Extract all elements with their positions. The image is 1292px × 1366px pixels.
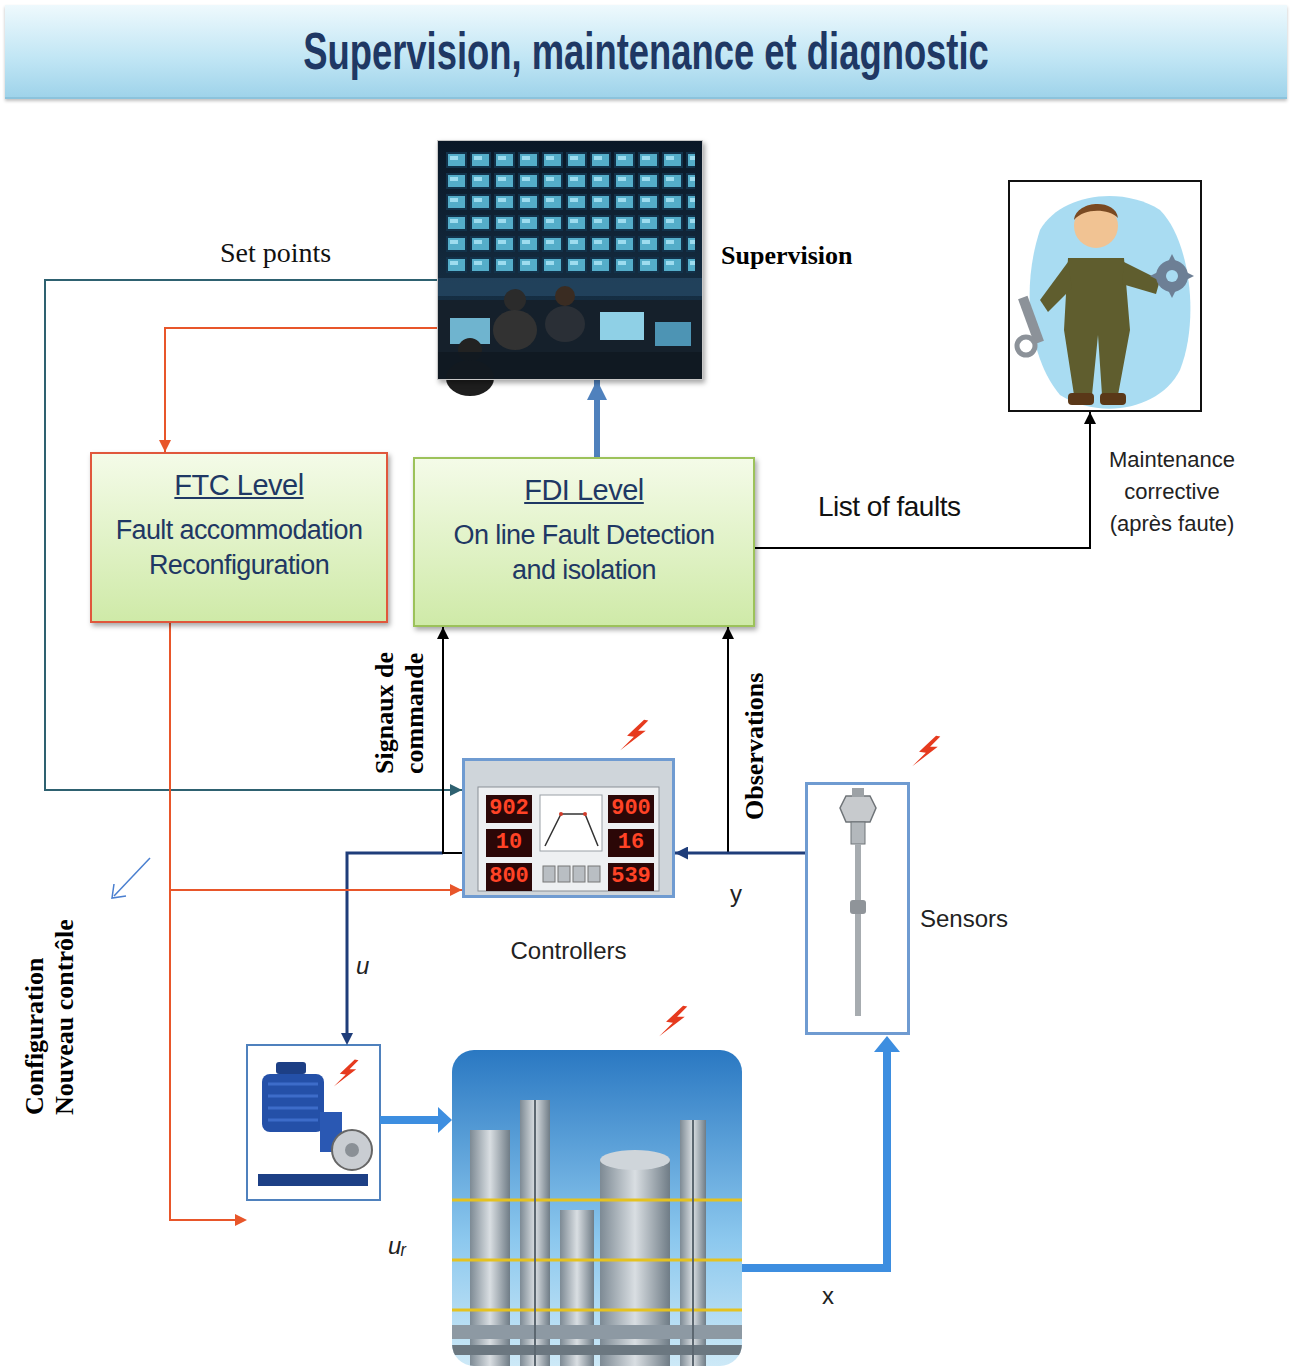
display-value: 539 [608, 863, 654, 891]
signal-name: u [356, 952, 369, 981]
title-band: Supervision, maintenance et diagnostic [5, 5, 1287, 99]
box-body: Fault accommodation Reconfiguration [100, 513, 378, 583]
signal-label: Signaux de commande [370, 634, 430, 774]
maintenance-picture: Maintenance corrective (après faute) [1008, 180, 1202, 412]
connector [170, 623, 462, 890]
node-label: Controllers [462, 937, 675, 966]
box-heading: FTC Level [100, 468, 378, 503]
connector [728, 627, 805, 853]
box-body: On line Fault Detection and isolation [439, 518, 729, 588]
fdi-box: FDI Level On line Fault Detection and iso… [413, 457, 755, 627]
node-label: Sensors [920, 905, 1030, 934]
node-label: Supervision [721, 241, 911, 271]
annotation: Configuration Nouveau contrôle [20, 905, 80, 1115]
sensor-box: Sensors [805, 782, 910, 1035]
signal-label: Observations [740, 660, 770, 820]
display-value: 10 [486, 829, 532, 857]
display-value: 800 [486, 863, 532, 891]
page-title: Supervision, maintenance et diagnostic [197, 5, 1094, 97]
signal-label: List of faults [818, 490, 960, 524]
ftc-box: FTC LevelFault accommodation Reconfigura… [90, 452, 388, 623]
signal-label: Set points [220, 238, 331, 269]
box-heading: FDI Level [439, 473, 729, 508]
connector [675, 852, 805, 855]
display-value: 900 [608, 795, 654, 823]
node-label: Maintenance corrective (après faute) [1102, 444, 1242, 540]
connector [443, 627, 462, 853]
supervision-screen: Supervision [437, 140, 703, 380]
connector [45, 280, 462, 790]
connector [755, 412, 1090, 548]
display-value: 902 [486, 795, 532, 823]
signal-name: uᵣ [388, 1232, 406, 1261]
signal-label: y [730, 880, 742, 909]
signal-name: x [822, 1282, 834, 1311]
connector [594, 380, 600, 457]
connector [165, 328, 437, 452]
display-value: 16 [608, 829, 654, 857]
